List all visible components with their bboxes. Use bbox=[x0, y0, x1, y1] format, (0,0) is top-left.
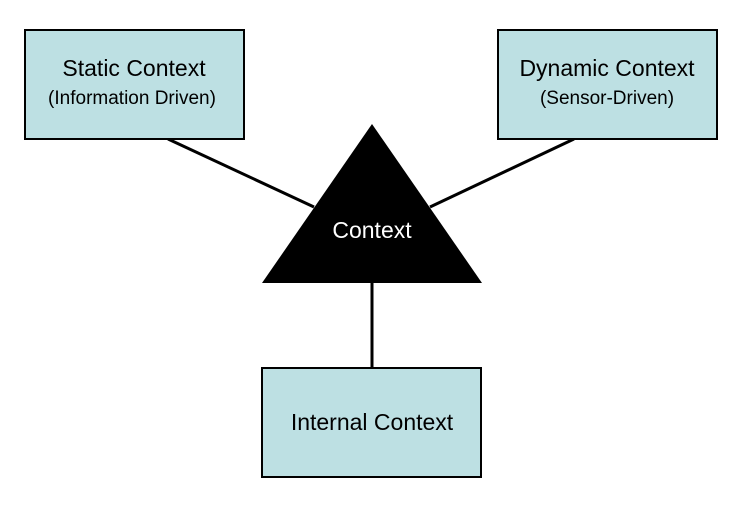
internal-context-node: Internal Context bbox=[261, 367, 482, 478]
context-hub: Context bbox=[262, 124, 482, 283]
context-hub-label: Context bbox=[332, 217, 412, 243]
connector-dynamic-to-context bbox=[429, 137, 575, 209]
static-context-subtitle: (Information Driven) bbox=[48, 88, 216, 109]
static-context-box bbox=[24, 29, 245, 140]
static-context-node: Static Context (Information Driven) bbox=[24, 29, 245, 140]
dynamic-context-subtitle: (Sensor-Driven) bbox=[540, 88, 674, 109]
dynamic-context-title: Dynamic Context bbox=[519, 55, 695, 81]
connector-static-to-context bbox=[167, 137, 315, 209]
context-triangle bbox=[262, 124, 482, 283]
static-context-title: Static Context bbox=[62, 55, 206, 81]
internal-context-title: Internal Context bbox=[291, 409, 454, 435]
dynamic-context-box bbox=[497, 29, 718, 140]
dynamic-context-node: Dynamic Context (Sensor-Driven) bbox=[497, 29, 718, 140]
internal-context-box bbox=[261, 367, 482, 478]
